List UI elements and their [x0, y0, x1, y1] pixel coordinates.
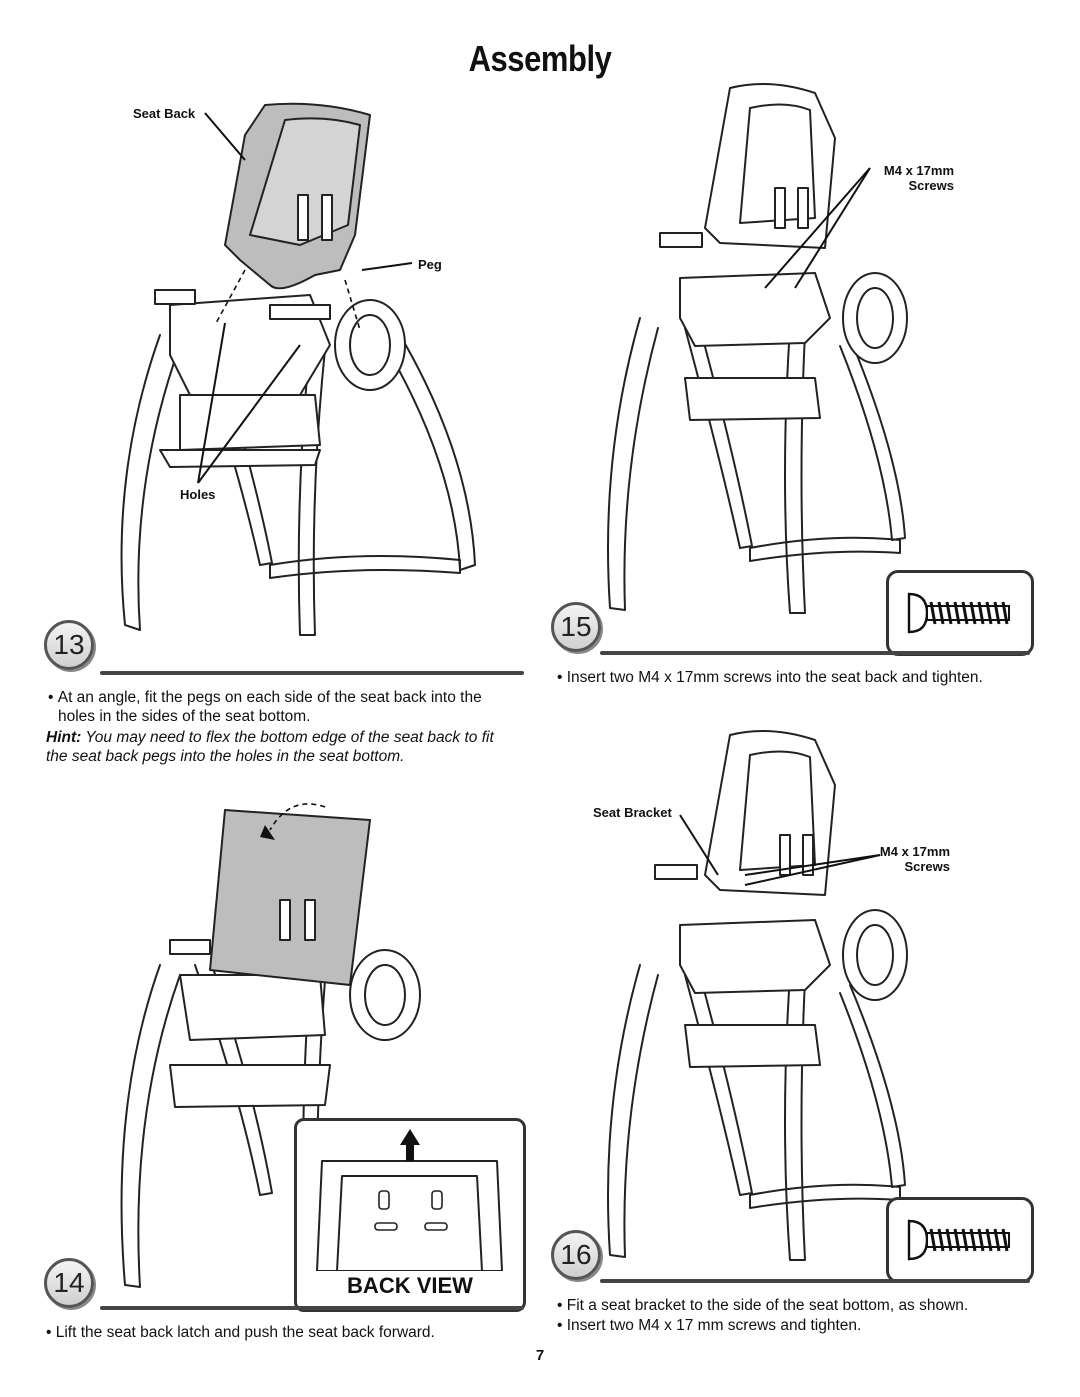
callout-seat-back: Seat Back [133, 106, 196, 121]
dashed-arrow-icon [260, 825, 275, 840]
step-16-bullet-1: • Fit a seat bracket to the side of the … [557, 1297, 969, 1314]
high-chair-illustration [607, 83, 908, 614]
step-14-divider [100, 1306, 524, 1310]
step-13-divider [100, 671, 524, 675]
arrow-up-icon [400, 1129, 420, 1161]
back-view-inset: BACK VIEW [294, 1118, 526, 1312]
step-13-illustration [100, 95, 520, 655]
step-15-divider [600, 651, 1030, 655]
screw-box-15 [886, 570, 1034, 656]
page-number: 7 [535, 1347, 545, 1364]
high-chair-illustration [120, 803, 421, 1288]
step-16-instructions: • Fit a seat bracket to the side of the … [557, 1296, 1037, 1335]
callout-screws-15: M4 x 17mm Screws [883, 163, 954, 193]
callout-screws-16: M4 x 17mm Screws [879, 844, 950, 874]
screw-box-16 [886, 1197, 1034, 1283]
high-chair-illustration [120, 102, 476, 636]
screw-icon [907, 592, 1010, 634]
callout-seat-bracket: Seat Bracket [593, 805, 672, 820]
back-view-label: BACK VIEW [347, 1273, 473, 1298]
step-15-badge: 15 [551, 602, 601, 652]
screw-icon [907, 1219, 1010, 1261]
step-16-bullet-2: • Insert two M4 x 17 mm screws and tight… [557, 1317, 862, 1334]
step-14-badge: 14 [44, 1258, 94, 1308]
step-15-bullet: • Insert two M4 x 17mm screws into the s… [557, 669, 983, 686]
step-14-illustration [100, 795, 520, 1300]
step-13-hint: Hint: You may need to flex the bottom ed… [46, 729, 494, 765]
step-16-divider [600, 1279, 1030, 1283]
step-15-illustration [600, 78, 930, 623]
step-13-instructions: • At an angle, fit the pegs on each side… [46, 688, 516, 766]
step-16-badge: 16 [551, 1230, 601, 1280]
callout-peg: Peg [418, 257, 442, 272]
step-13-badge: 13 [44, 620, 94, 670]
callout-holes: Holes [180, 487, 216, 502]
step-13-bullet: • At an angle, fit the pegs on each side… [48, 689, 482, 725]
step-14-bullet: • Lift the seat back latch and push the … [46, 1324, 435, 1341]
page-title: Assembly [468, 38, 612, 79]
